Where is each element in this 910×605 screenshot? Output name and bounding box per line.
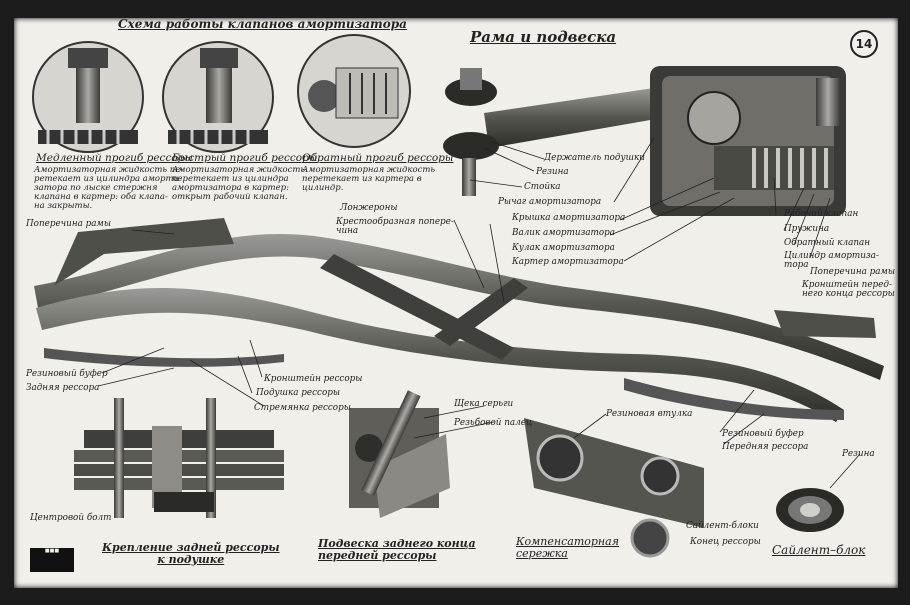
label-rubber-bumper-rear: Резиновый буфер [26, 369, 108, 379]
label-return-valve: Обратный клапан [784, 238, 871, 248]
valve-caption-return-title: Обратный прогиб рессоры [302, 152, 454, 164]
page-title: Рама и подвеска [470, 28, 617, 46]
label-shock-cover: Крышка амортизатора [512, 213, 626, 223]
valve-caption-slow-text: Амортизаторная жидкость пе- ретекает из … [34, 165, 184, 211]
label-u-bolt: Стремянка рессоры [254, 403, 351, 413]
label-working-valve: Рабочий клапан [784, 209, 859, 219]
label-shackle-plate: Щека серьги [454, 399, 514, 409]
label-x-crossmember: Крестообразная попере- чина [336, 217, 454, 237]
poster-sheet: ■■■ Схема работы клапанов амортизатора Р… [14, 18, 898, 588]
label-spring-bracket: Кронштейн рессоры [264, 374, 363, 384]
page-number: 14 [850, 30, 878, 58]
valve-caption-return-text: Амортизаторная жидкость перетекает из ка… [302, 165, 436, 193]
caption-rear-spring-mount: Крепление задней рессоры к подушке [102, 541, 280, 566]
label-frame-crossmember-right: Поперечина рамы [810, 267, 895, 277]
valve-diagram-fast [162, 41, 274, 153]
label-post: Стойка [524, 182, 561, 192]
valves-section-title: Схема работы клапанов амортизатора [118, 18, 407, 31]
valve-caption-slow-title: Медленный прогиб рессоры [36, 152, 193, 164]
caption-silent-block: Сайлент–блок [772, 543, 866, 557]
label-center-bolt: Центровой болт [30, 513, 112, 523]
silent-block-detail [776, 488, 844, 532]
label-rubber-bumper-front: Резиновый буфер [722, 429, 804, 439]
label-rubber: Резина [536, 167, 569, 177]
label-front-spring-bracket: Кронштейн перед- него конца рессоры [802, 280, 895, 300]
valve-caption-fast-title: Быстрый прогиб рессоры [172, 152, 318, 164]
front-spring-rear-end-detail [349, 390, 450, 518]
label-spring: Пружина [784, 224, 830, 234]
caption-front-spring-rear-suspension: Подвеска заднего конца передней рессоры [318, 537, 476, 562]
label-silent-block-rubber: Резина [842, 449, 875, 459]
label-shock-housing: Картер амортизатора [512, 257, 624, 267]
valve-diagram-return [297, 34, 411, 148]
chassis-frame [34, 218, 884, 422]
label-rubber-bushing: Резиновая втулка [606, 409, 693, 419]
compensating-shackle-detail [524, 418, 704, 558]
label-spring-pad: Подушка рессоры [256, 388, 341, 398]
label-front-spring: Передняя рессора [722, 442, 809, 452]
shock-absorber [443, 66, 846, 216]
illustration [32, 34, 884, 558]
label-threaded-pin: Резьбовой палец [454, 418, 533, 428]
label-side-rails: Лонжероны [340, 203, 398, 213]
label-shock-cam: Кулак амортизатора [512, 243, 615, 253]
label-shock-shaft: Валик амортизатора [512, 228, 616, 238]
valve-diagram-slow [32, 41, 144, 153]
label-cushion-holder: Держатель подушки [544, 153, 645, 163]
label-silent-blocks: Сайлент-блоки [686, 521, 759, 531]
valve-caption-fast-text: Амортизаторная жидкость перетекает из ци… [172, 165, 306, 202]
publisher-stamp: ■■■ [30, 548, 74, 572]
label-spring-end: Конец рессоры [690, 537, 761, 547]
caption-compensating-shackle: Компенсаторная сережка [516, 535, 619, 560]
label-shock-cylinder: Цилиндр амортиза- тора [784, 251, 879, 271]
label-rear-spring: Задняя рессора [26, 383, 100, 393]
label-frame-crossmember-left: Поперечина рамы [26, 219, 111, 229]
rear-spring-clamp-detail [74, 398, 284, 518]
label-shock-lever: Рычаг амортизатора [498, 197, 602, 207]
